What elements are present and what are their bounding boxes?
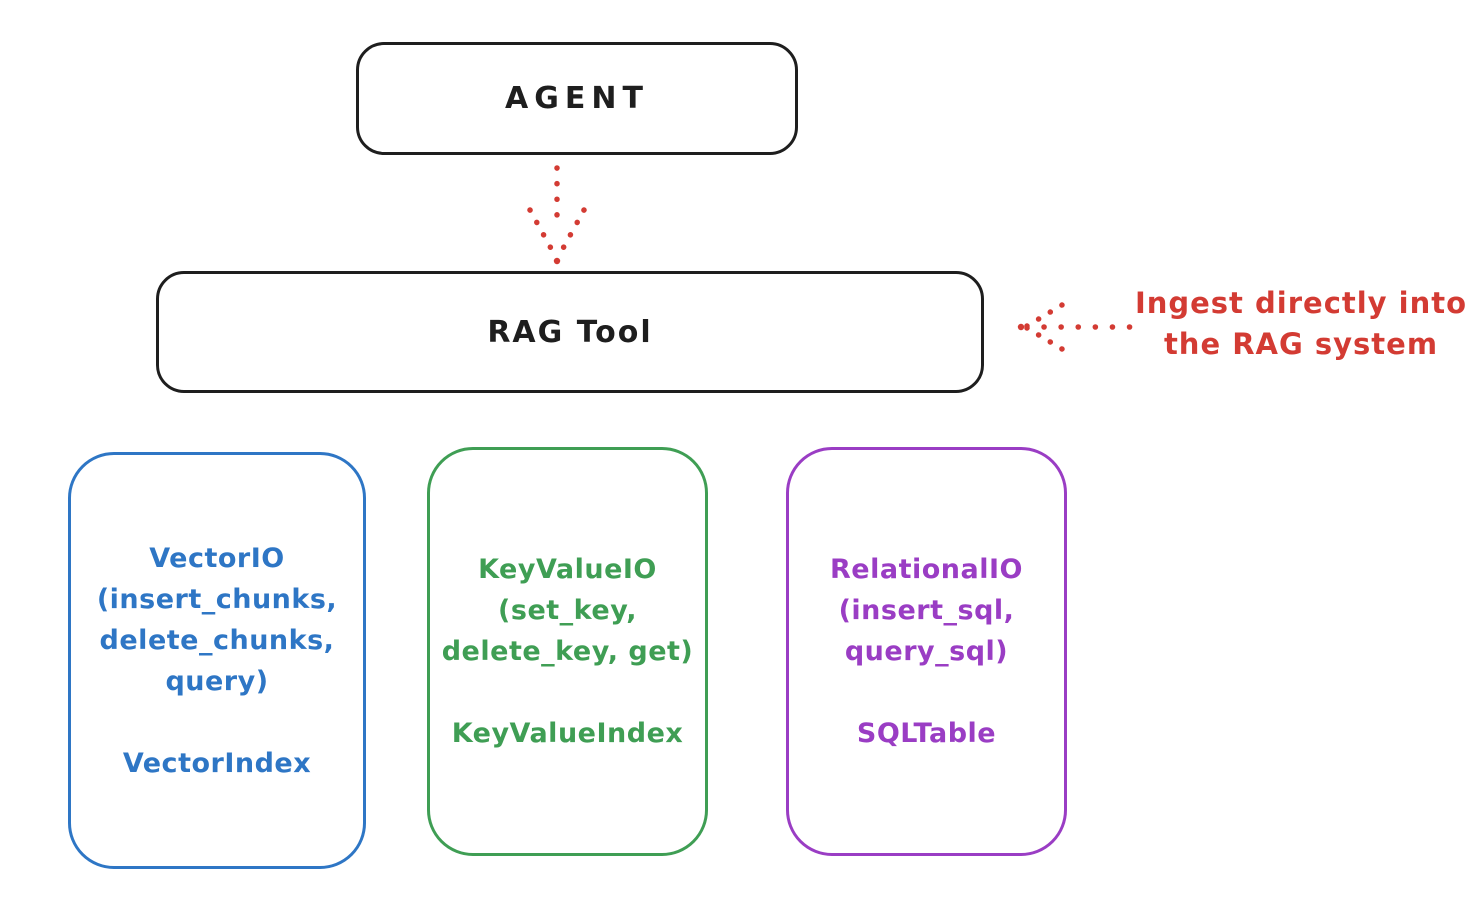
relationalio-line: query_sql) (844, 636, 1009, 667)
keyvalueio-line: KeyValueIO (478, 554, 657, 585)
dotted-arrow-down-icon (527, 165, 587, 265)
relationalio-line: RelationalIO (830, 554, 1023, 585)
ingest-annotation-line2: the RAG system (1163, 327, 1439, 361)
ingest-annotation-line1: Ingest directly into (1134, 286, 1468, 320)
vectorio-node: VectorIO (insert_chunks, delete_chunks, … (68, 452, 366, 869)
vectorio-line: delete_chunks, (99, 624, 335, 656)
rag-tool-node: RAG Tool (156, 271, 984, 393)
vectorio-line: VectorIO (149, 542, 285, 574)
ingest-annotation: Ingest directly into the RAG system (1125, 283, 1477, 365)
vectorio-line: query) (165, 665, 269, 697)
rag-tool-label: RAG Tool (487, 314, 653, 350)
agent-label: AGENT (505, 81, 649, 116)
keyvalueio-line: delete_key, get) (441, 636, 694, 667)
keyvalueio-footer: KeyValueIndex (451, 718, 684, 749)
vectorio-line: (insert_chunks, (96, 583, 338, 615)
relationalio-footer: SQLTable (856, 718, 997, 749)
keyvalueio-node: KeyValueIO (set_key, delete_key, get) Ke… (427, 447, 708, 856)
relationalio-node: RelationalIO (insert_sql, query_sql) SQL… (786, 447, 1067, 856)
agent-node: AGENT (356, 42, 798, 155)
relationalio-line: (insert_sql, (838, 595, 1015, 626)
keyvalueio-line: (set_key, (498, 595, 637, 626)
dotted-arrow-left-icon (1017, 302, 1134, 352)
vectorio-footer: VectorIndex (122, 747, 312, 779)
